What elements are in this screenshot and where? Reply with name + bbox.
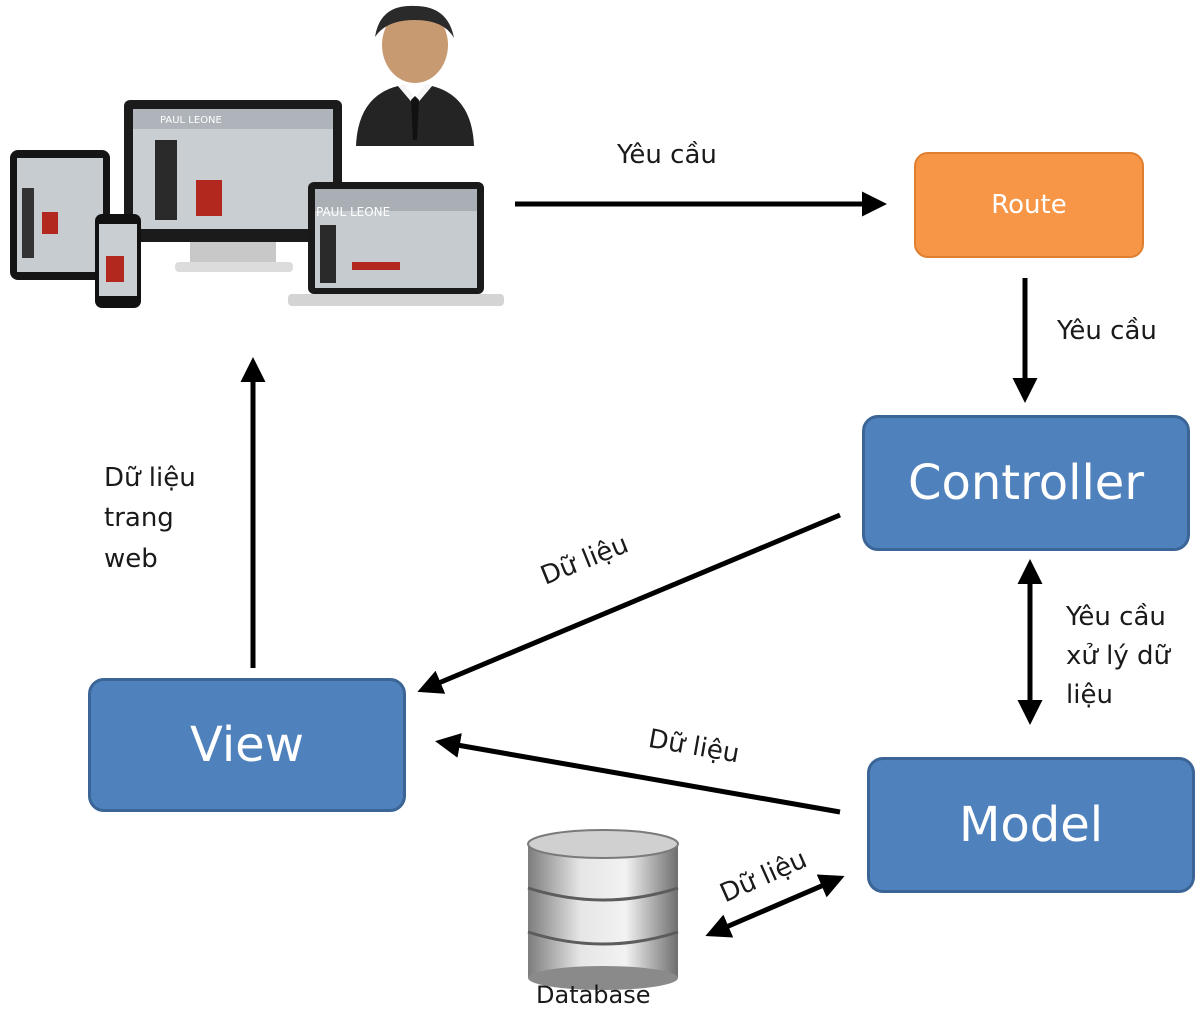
model-box: Model [867, 757, 1195, 893]
controller-label: Controller [907, 455, 1145, 511]
laptop-icon: PAUL LEONE [288, 182, 504, 306]
label-client-to-route: Yêu cầu [617, 140, 717, 170]
controller-box: Controller [862, 415, 1190, 551]
label-controller-model-line3: liệu [1066, 680, 1113, 710]
arrow-controller-to-view [417, 512, 841, 694]
database-label: Database [536, 981, 651, 1009]
database-icon [527, 829, 679, 990]
arrow-model-to-view [435, 733, 841, 815]
tablet-icon [10, 150, 110, 280]
label-view-to-client: Dữ liệu trang web [104, 458, 244, 579]
route-label: Route [991, 190, 1067, 220]
label-controller-model: Yêu cầu xử lý dữ liệu [1066, 598, 1196, 715]
monitor-icon: PAUL LEONE [124, 100, 342, 272]
label-view-to-client-line2: trang [104, 503, 174, 534]
label-view-to-client-line3: web [104, 543, 158, 574]
route-box: Route [914, 152, 1144, 258]
devices-illustration: PAUL LEONE PAUL LEONE [10, 100, 504, 308]
label-view-to-client-line1: Dữ liệu [104, 463, 196, 493]
view-label: View [190, 717, 304, 773]
arrow-database-model [705, 874, 845, 938]
view-box: View [88, 678, 406, 812]
phone-icon [95, 214, 141, 308]
laptop-brand: PAUL LEONE [316, 205, 390, 219]
label-route-to-controller: Yêu cầu [1057, 316, 1157, 346]
label-controller-model-line2: xử lý dữ [1066, 641, 1170, 671]
model-label: Model [958, 797, 1104, 853]
label-controller-model-line1: Yêu cầu [1066, 602, 1166, 632]
user-icon [356, 5, 474, 146]
monitor-brand: PAUL LEONE [160, 115, 222, 126]
